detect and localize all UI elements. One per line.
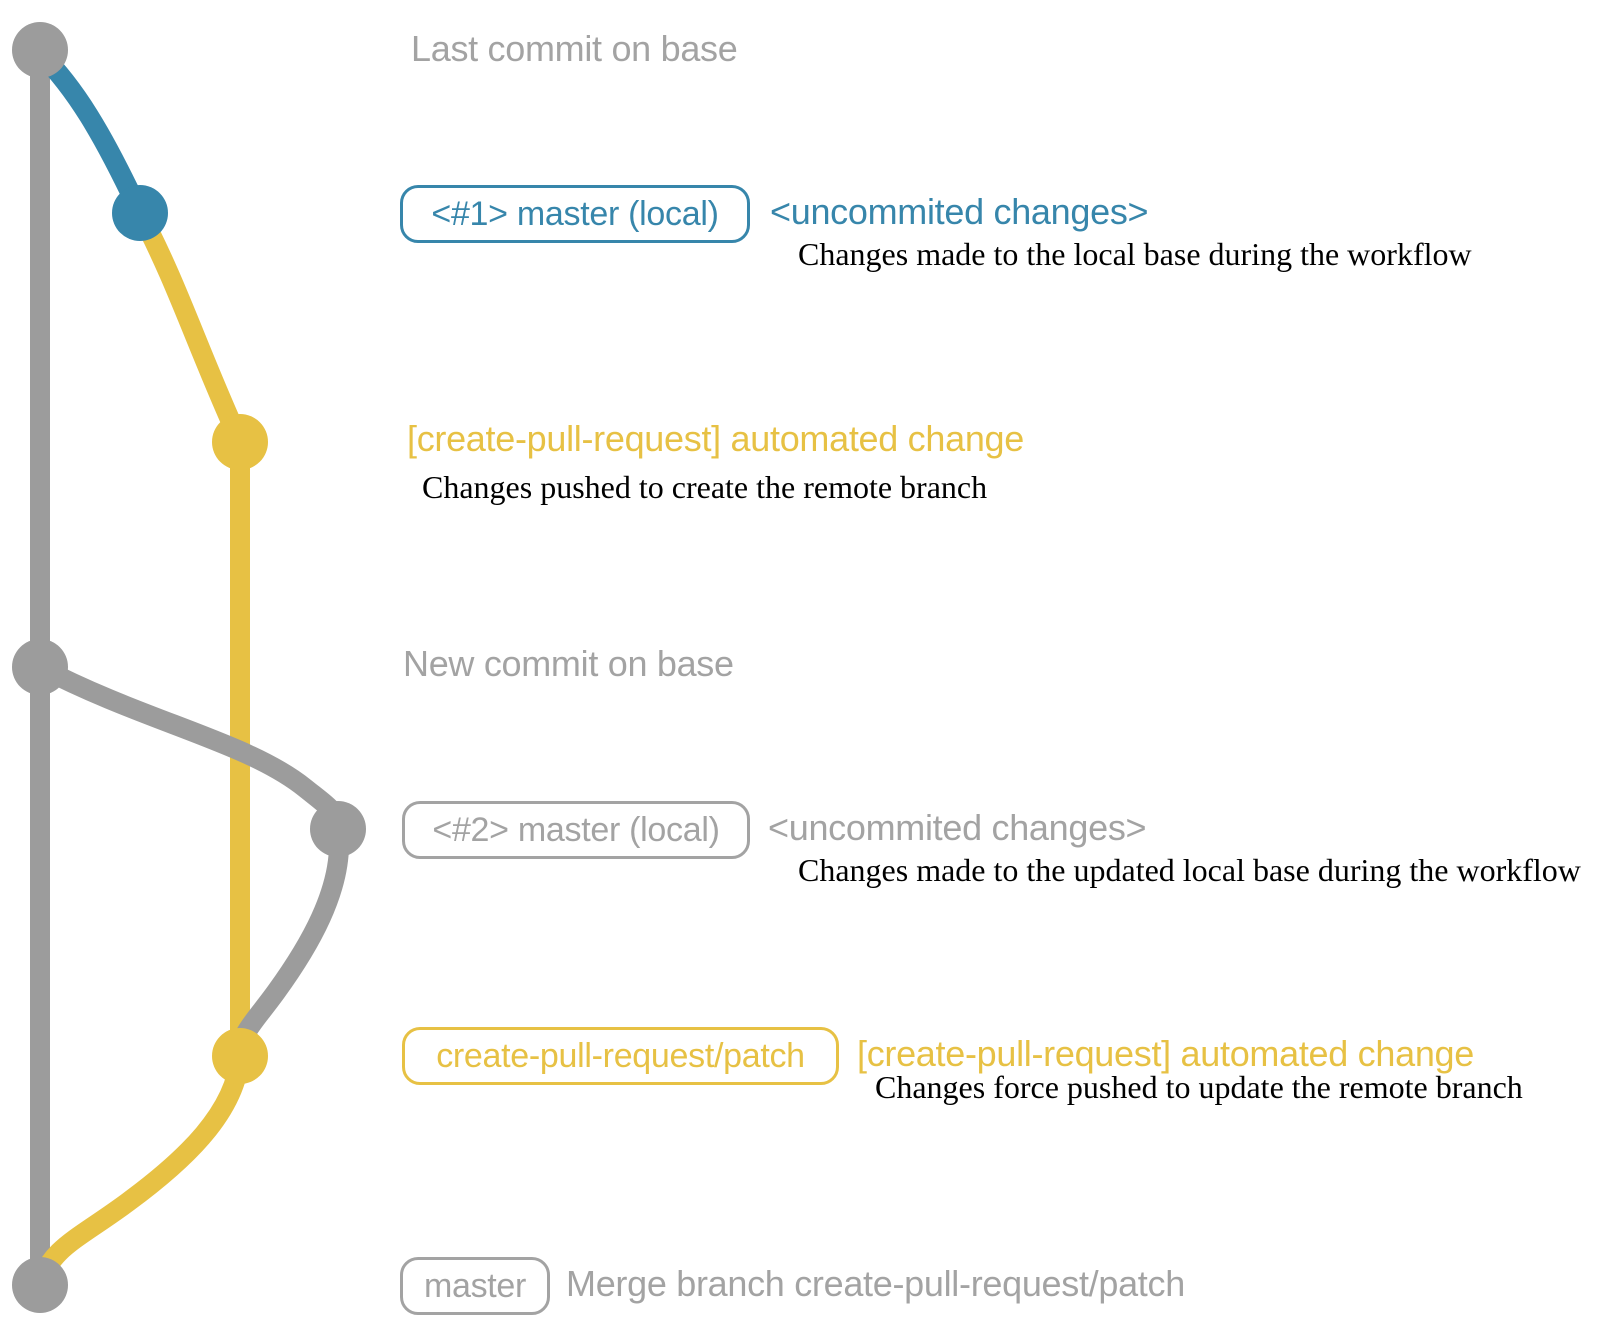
patch-branch-curve bbox=[130, 203, 250, 452]
commit-node-last-on-base bbox=[12, 22, 68, 78]
commit-node-local-2 bbox=[310, 801, 366, 857]
branch-badge-master-local-2: <#2> master (local) bbox=[402, 801, 750, 859]
caption-local-changes-1: Changes made to the local base during th… bbox=[798, 236, 1472, 272]
branch-badge-label: create-pull-request/patch bbox=[436, 1037, 805, 1075]
branch-badge-label: <#2> master (local) bbox=[432, 811, 720, 849]
annotation-automated-change-1: [create-pull-request] automated change bbox=[407, 418, 1024, 459]
annotation-uncommited-changes-1: <uncommited changes> bbox=[770, 191, 1149, 232]
force-push-curve bbox=[230, 819, 349, 1066]
branch-badge-label: master bbox=[423, 1267, 527, 1305]
local-branch-curve bbox=[30, 43, 150, 223]
commit-node-local-1 bbox=[112, 185, 168, 241]
label-last-commit-on-base: Last commit on base bbox=[411, 28, 738, 69]
commit-graph bbox=[12, 22, 366, 1313]
caption-push-remote-branch: Changes pushed to create the remote bran… bbox=[422, 469, 988, 505]
branch-badge-master-local-1: <#1> master (local) bbox=[400, 185, 750, 243]
branch-badge-create-pull-request-patch: create-pull-request/patch bbox=[402, 1027, 839, 1085]
commit-node-new-on-base bbox=[12, 639, 68, 695]
caption-local-changes-2: Changes made to the updated local base d… bbox=[798, 852, 1581, 888]
caption-force-push-remote-branch: Changes force pushed to update the remot… bbox=[875, 1069, 1523, 1105]
commit-node-force-pushed bbox=[212, 1028, 268, 1084]
branch-badge-label: <#1> master (local) bbox=[431, 195, 719, 233]
merge-curve bbox=[30, 1046, 250, 1295]
annotation-automated-change-2: [create-pull-request] automated change bbox=[857, 1033, 1474, 1074]
commit-node-merge bbox=[12, 1257, 68, 1313]
label-new-commit-on-base: New commit on base bbox=[403, 643, 734, 684]
annotation-merge-branch: Merge branch create-pull-request/patch bbox=[566, 1263, 1185, 1304]
branch-badge-master: master bbox=[400, 1257, 550, 1315]
annotation-uncommited-changes-2: <uncommited changes> bbox=[768, 807, 1147, 848]
rebase-curve bbox=[30, 657, 348, 839]
commit-node-automated-change bbox=[212, 414, 268, 470]
